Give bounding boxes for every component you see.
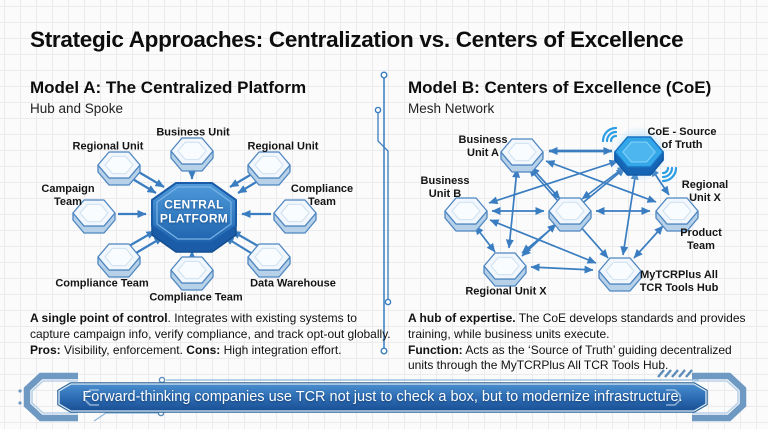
label-business-unit-b: Business Unit B — [420, 175, 470, 200]
panel-a-description: A single point of control. Integrates wi… — [30, 311, 392, 358]
node-business-unit-b — [444, 197, 488, 232]
label-regional-unit-x-bottom: Regional Unit X — [465, 285, 547, 298]
label-regional-unit-right: Regional Unit — [247, 140, 319, 153]
panel-a-cons-label: Cons: — [186, 342, 221, 357]
label-compliance-team-right: Compliance Team — [290, 183, 354, 208]
mesh-network-diagram — [444, 126, 699, 292]
label-campaign-team: Campaign Team — [41, 183, 95, 208]
node-regional-unit-right — [247, 151, 291, 186]
panel-a-subtitle: Hub and Spoke — [30, 101, 124, 116]
panel-a-title: Model A: The Centralized Platform — [30, 78, 307, 97]
panel-b-lead-rest: The CoE develops standards and provides … — [408, 311, 746, 341]
label-central-platform: CENTRAL PLATFORM — [159, 197, 229, 226]
banner-right-bracket — [692, 372, 747, 422]
node-regional-unit-x-bottom — [483, 252, 527, 287]
panel-a-pros-label: Pros: — [30, 342, 61, 357]
node-compliance-team-bottom-left — [97, 243, 141, 278]
panel-b-function-text: Acts as the ‘Source of Truth’ guiding de… — [408, 342, 732, 373]
label-coe-source-of-truth: CoE - Source of Truth — [647, 126, 717, 151]
panel-b-description-lead: A hub of expertise. The CoE develops sta… — [408, 311, 760, 343]
central-platform-node — [151, 182, 237, 253]
node-compliance-team-bottom — [170, 256, 214, 291]
label-regional-unit-left: Regional Unit — [72, 140, 144, 153]
node-business-unit — [170, 137, 214, 172]
panel-b-lead-bold: A hub of expertise. — [408, 311, 516, 325]
node-regional-unit-left — [97, 151, 141, 186]
panel-a-description-lead: A single point of control. Integrates wi… — [30, 311, 392, 343]
page-title: Strategic Approaches: Centralization vs.… — [30, 27, 684, 52]
panel-a-cons-text: High integration effort. — [220, 342, 342, 357]
label-business-unit: Business Unit — [156, 126, 230, 139]
panel-divider — [374, 71, 392, 355]
label-business-unit-a: Business Unit A — [458, 134, 508, 159]
wifi-signal-icon — [601, 126, 618, 143]
panel-a-lead-rest: . Integrates with existing systems to ca… — [30, 311, 391, 341]
label-compliance-team-bottom-left: Compliance Team — [55, 277, 149, 290]
node-data-warehouse — [247, 243, 291, 278]
label-regional-unit-x-right: Regional Unit X — [681, 179, 729, 204]
panel-b-description: A hub of expertise. The CoE develops sta… — [408, 311, 760, 374]
panel-b-title: Model B: Centers of Excellence (CoE) — [408, 78, 712, 97]
node-mesh-center — [548, 197, 592, 232]
panel-b-subtitle: Mesh Network — [408, 101, 495, 116]
label-tools-hub: MyTCRPlus All TCR Tools Hub — [639, 269, 719, 294]
panel-b-function-label: Function: — [408, 342, 463, 357]
hash-marks — [657, 369, 693, 378]
banner-left-bracket — [23, 372, 78, 422]
hub-and-spoke-diagram — [72, 137, 317, 291]
banner-bar — [58, 383, 707, 412]
panel-b-function: Function: Acts as the ‘Source of Truth’ … — [408, 343, 760, 375]
label-data-warehouse: Data Warehouse — [250, 277, 336, 290]
panel-a-pros-text: Visibility, enforcement. — [60, 342, 187, 357]
label-compliance-team-bottom: Compliance Team — [149, 291, 243, 304]
banner-message: Forward-thinking companies use TCR not j… — [82, 389, 683, 405]
wifi-signal-icon — [661, 166, 678, 183]
panel-a-lead-bold: A single point of control — [30, 311, 168, 325]
label-product-team: Product Team — [680, 227, 722, 252]
banner-decoration — [18, 369, 747, 422]
panel-a-pros-cons: Pros: Visibility, enforcement. Cons: Hig… — [30, 343, 392, 359]
node-tools-hub — [598, 257, 642, 292]
